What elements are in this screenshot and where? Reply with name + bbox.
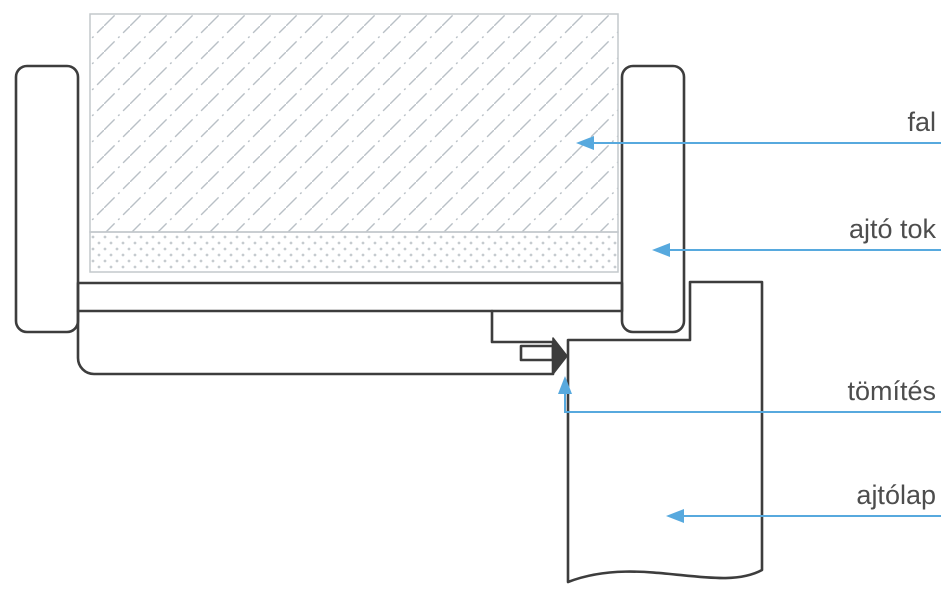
- seal-groove: [519, 344, 555, 362]
- arrowhead-leaf: [666, 509, 684, 523]
- plaster-band: [89, 231, 619, 273]
- frame-left-casing: [14, 64, 80, 334]
- label-wall: fal: [907, 107, 936, 137]
- seal-profile: [552, 337, 568, 375]
- frame-lower-body: [76, 309, 555, 376]
- arrowhead-seal: [558, 376, 572, 394]
- label-seal: tömítés: [847, 376, 936, 406]
- door-leaf: [566, 280, 764, 584]
- frame-right-casing: [620, 64, 686, 334]
- label-frame: ajtó tok: [849, 214, 937, 244]
- wall-section: [89, 13, 619, 233]
- arrowhead-wall: [576, 136, 594, 150]
- leader-line-seal: [564, 390, 941, 413]
- label-leaf: ajtólap: [856, 480, 936, 510]
- frame-soffit-board: [76, 281, 624, 313]
- arrowhead-frame: [652, 243, 670, 257]
